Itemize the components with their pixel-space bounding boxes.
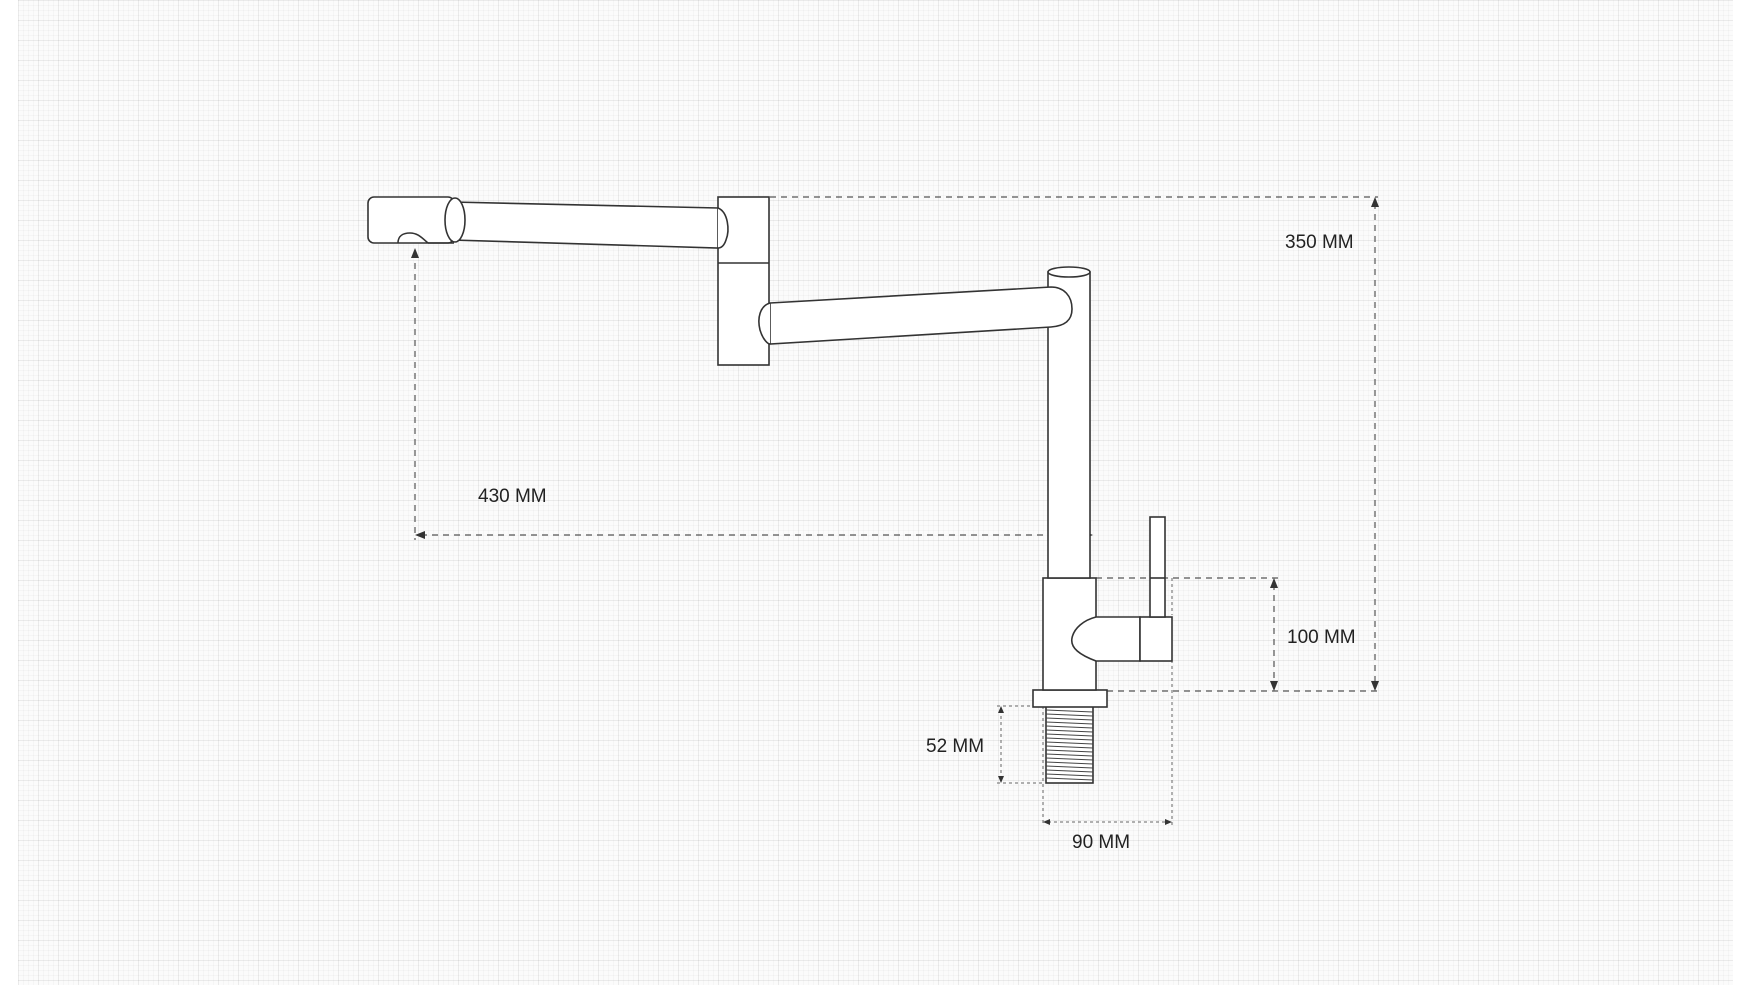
- handle-mechanism: [1071, 616, 1141, 662]
- riser-top: [1047, 266, 1091, 278]
- thread-line: [1045, 757, 1094, 761]
- vertical-riser: [1047, 271, 1091, 579]
- thread-line: [1045, 729, 1094, 733]
- thread-line: [1045, 749, 1094, 753]
- shank-threads: [1045, 709, 1094, 781]
- thread-arrow-down: [998, 776, 1004, 783]
- thread-length-label: 52 MM: [926, 736, 984, 757]
- base-width-label: 90 MM: [1072, 832, 1130, 853]
- base-arrow-down: [1270, 681, 1278, 691]
- thread-line: [1045, 717, 1094, 721]
- spout-outlet: [397, 232, 429, 244]
- thread-line: [1045, 773, 1094, 777]
- reach-label: 430 MM: [478, 486, 547, 507]
- height-label: 350 MM: [1285, 232, 1354, 253]
- handle-cap: [1139, 616, 1173, 662]
- handle-lever: [1149, 516, 1166, 618]
- thread-line: [1045, 733, 1094, 737]
- nozzle-collar: [444, 197, 466, 243]
- mounting-flange: [1032, 689, 1108, 708]
- dimension-lines: [411, 196, 1379, 826]
- base-height-label: 100 MM: [1287, 627, 1356, 648]
- thread-line: [1045, 753, 1094, 757]
- thread-line: [1045, 761, 1094, 765]
- upper-arm-joint: [717, 207, 729, 249]
- thread-line: [1045, 745, 1094, 749]
- grid-background: [18, 0, 1733, 985]
- thread-line: [1045, 765, 1094, 769]
- reach-arrow-left: [415, 531, 425, 539]
- thread-line: [1045, 777, 1094, 781]
- base-arrow-up: [1270, 578, 1278, 588]
- thread-arrow-up: [998, 706, 1004, 713]
- thread-line: [1045, 769, 1094, 773]
- arrow-up: [1371, 197, 1379, 207]
- elbow-lower-cap: [758, 302, 771, 345]
- width-arrow-right: [1165, 819, 1172, 825]
- thread-line: [1045, 721, 1094, 725]
- nozzle-head: [367, 196, 455, 244]
- upper-arm: [451, 201, 719, 249]
- thread-line: [1045, 709, 1094, 713]
- lower-swing-arm: [769, 286, 1073, 345]
- faucet-outline: [367, 196, 1173, 784]
- reach-arrow-up: [411, 248, 419, 258]
- thread-line: [1045, 737, 1094, 741]
- dimension-labels: 350 MM 430 MM 100 MM 52 MM 90 MM: [478, 232, 1356, 853]
- thread-line: [1045, 725, 1094, 729]
- width-arrow-left: [1043, 819, 1050, 825]
- thread-line: [1045, 741, 1094, 745]
- thread-line: [1045, 713, 1094, 717]
- arrow-down: [1371, 681, 1379, 691]
